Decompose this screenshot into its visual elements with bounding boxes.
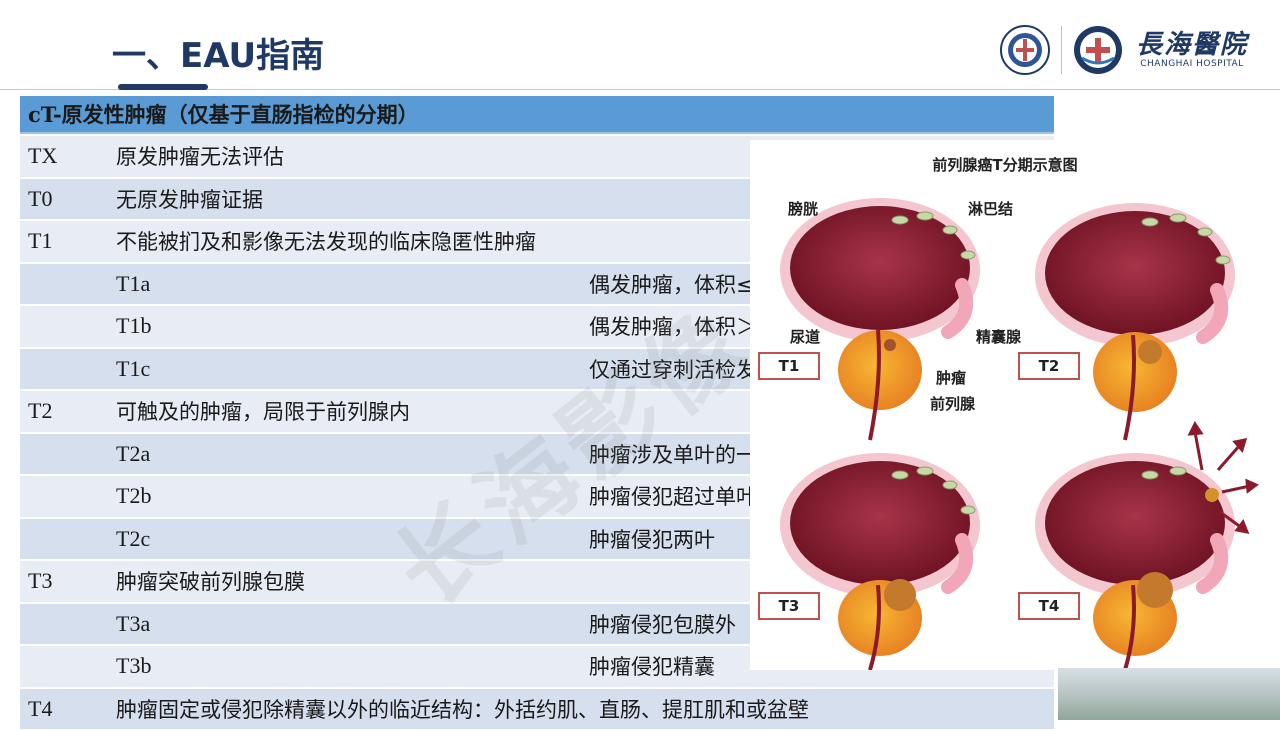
label-bladder: 膀胱 bbox=[788, 200, 819, 218]
diagram-t1 bbox=[780, 198, 980, 441]
bladder bbox=[790, 206, 970, 330]
slide-title: 一、EAU指南 bbox=[112, 36, 325, 76]
diagram-title: 前列腺癌T分期示意图 bbox=[932, 156, 1078, 174]
hospital-emblem-logo bbox=[1073, 26, 1122, 74]
stage-box-t3: T3 bbox=[758, 592, 820, 620]
stage-code bbox=[20, 602, 108, 646]
stage-code: TX bbox=[20, 136, 108, 179]
diagram-t3 bbox=[780, 453, 980, 670]
logo-divider bbox=[1060, 26, 1062, 74]
stage-code: T2 bbox=[20, 390, 108, 434]
diagram-t4 bbox=[1035, 421, 1259, 670]
stage-box-t4: T4 bbox=[1018, 592, 1080, 620]
hospital-name-cn: 長海醫院 bbox=[1135, 30, 1248, 60]
title-divider bbox=[0, 89, 1280, 90]
hospital-wordmark: 長海醫院 CHANGHAI HOSPITAL bbox=[1136, 31, 1248, 69]
substage-code: T3a bbox=[108, 602, 581, 646]
substage-code: T1b bbox=[108, 305, 581, 349]
stage-code: T4 bbox=[20, 687, 108, 731]
seminal-vesicle bbox=[941, 278, 974, 339]
hospital-name-en: CHANGHAI HOSPITAL bbox=[1140, 59, 1244, 69]
stage-code bbox=[20, 347, 108, 391]
logo-group: 長海醫院 CHANGHAI HOSPITAL bbox=[999, 22, 1248, 78]
background-photo-strip bbox=[1058, 668, 1280, 720]
stage-code bbox=[20, 432, 108, 476]
stage-code bbox=[20, 262, 108, 306]
staging-diagram: 前列腺癌T分期示意图 bbox=[750, 140, 1260, 670]
prostate-illustration bbox=[780, 198, 1259, 670]
urethra bbox=[868, 329, 881, 441]
tumor bbox=[884, 339, 896, 351]
stage-box-t1: T1 bbox=[758, 352, 820, 380]
label-seminal-vesicle: 精囊腺 bbox=[976, 328, 1022, 346]
university-seal-logo bbox=[999, 25, 1050, 75]
lymph-nodes bbox=[891, 211, 976, 260]
stage-code bbox=[20, 475, 108, 519]
stage-code bbox=[20, 517, 108, 561]
substage-code: T2c bbox=[108, 517, 581, 561]
stage-code bbox=[20, 305, 108, 349]
substage-code: T2a bbox=[108, 432, 581, 476]
stage-box-t2: T2 bbox=[1018, 352, 1080, 380]
table-header: cT-原发性肿瘤（仅基于直肠指检的分期） bbox=[20, 96, 1054, 134]
invasion-arrows bbox=[1187, 421, 1259, 535]
label-urethra: 尿道 bbox=[790, 328, 821, 346]
substage-code: T3b bbox=[108, 645, 581, 689]
stage-description: 肿瘤固定或侵犯除精囊以外的临近结构：外括约肌、直肠、提肛肌和或盆壁 bbox=[108, 687, 1054, 731]
substage-code: T2b bbox=[108, 475, 581, 519]
stage-code: T1 bbox=[20, 220, 108, 264]
diagram-t2 bbox=[1035, 203, 1235, 441]
label-tumor: 肿瘤 bbox=[936, 369, 967, 387]
label-lymph-nodes: 淋巴结 bbox=[968, 200, 1014, 218]
stage-code bbox=[20, 645, 108, 689]
stage-code: T3 bbox=[20, 560, 108, 604]
title-accent-bar bbox=[118, 84, 208, 90]
label-prostate: 前列腺 bbox=[930, 395, 976, 413]
substage-code: T1c bbox=[108, 347, 581, 391]
stage-code: T0 bbox=[20, 177, 108, 221]
substage-code: T1a bbox=[108, 262, 581, 306]
